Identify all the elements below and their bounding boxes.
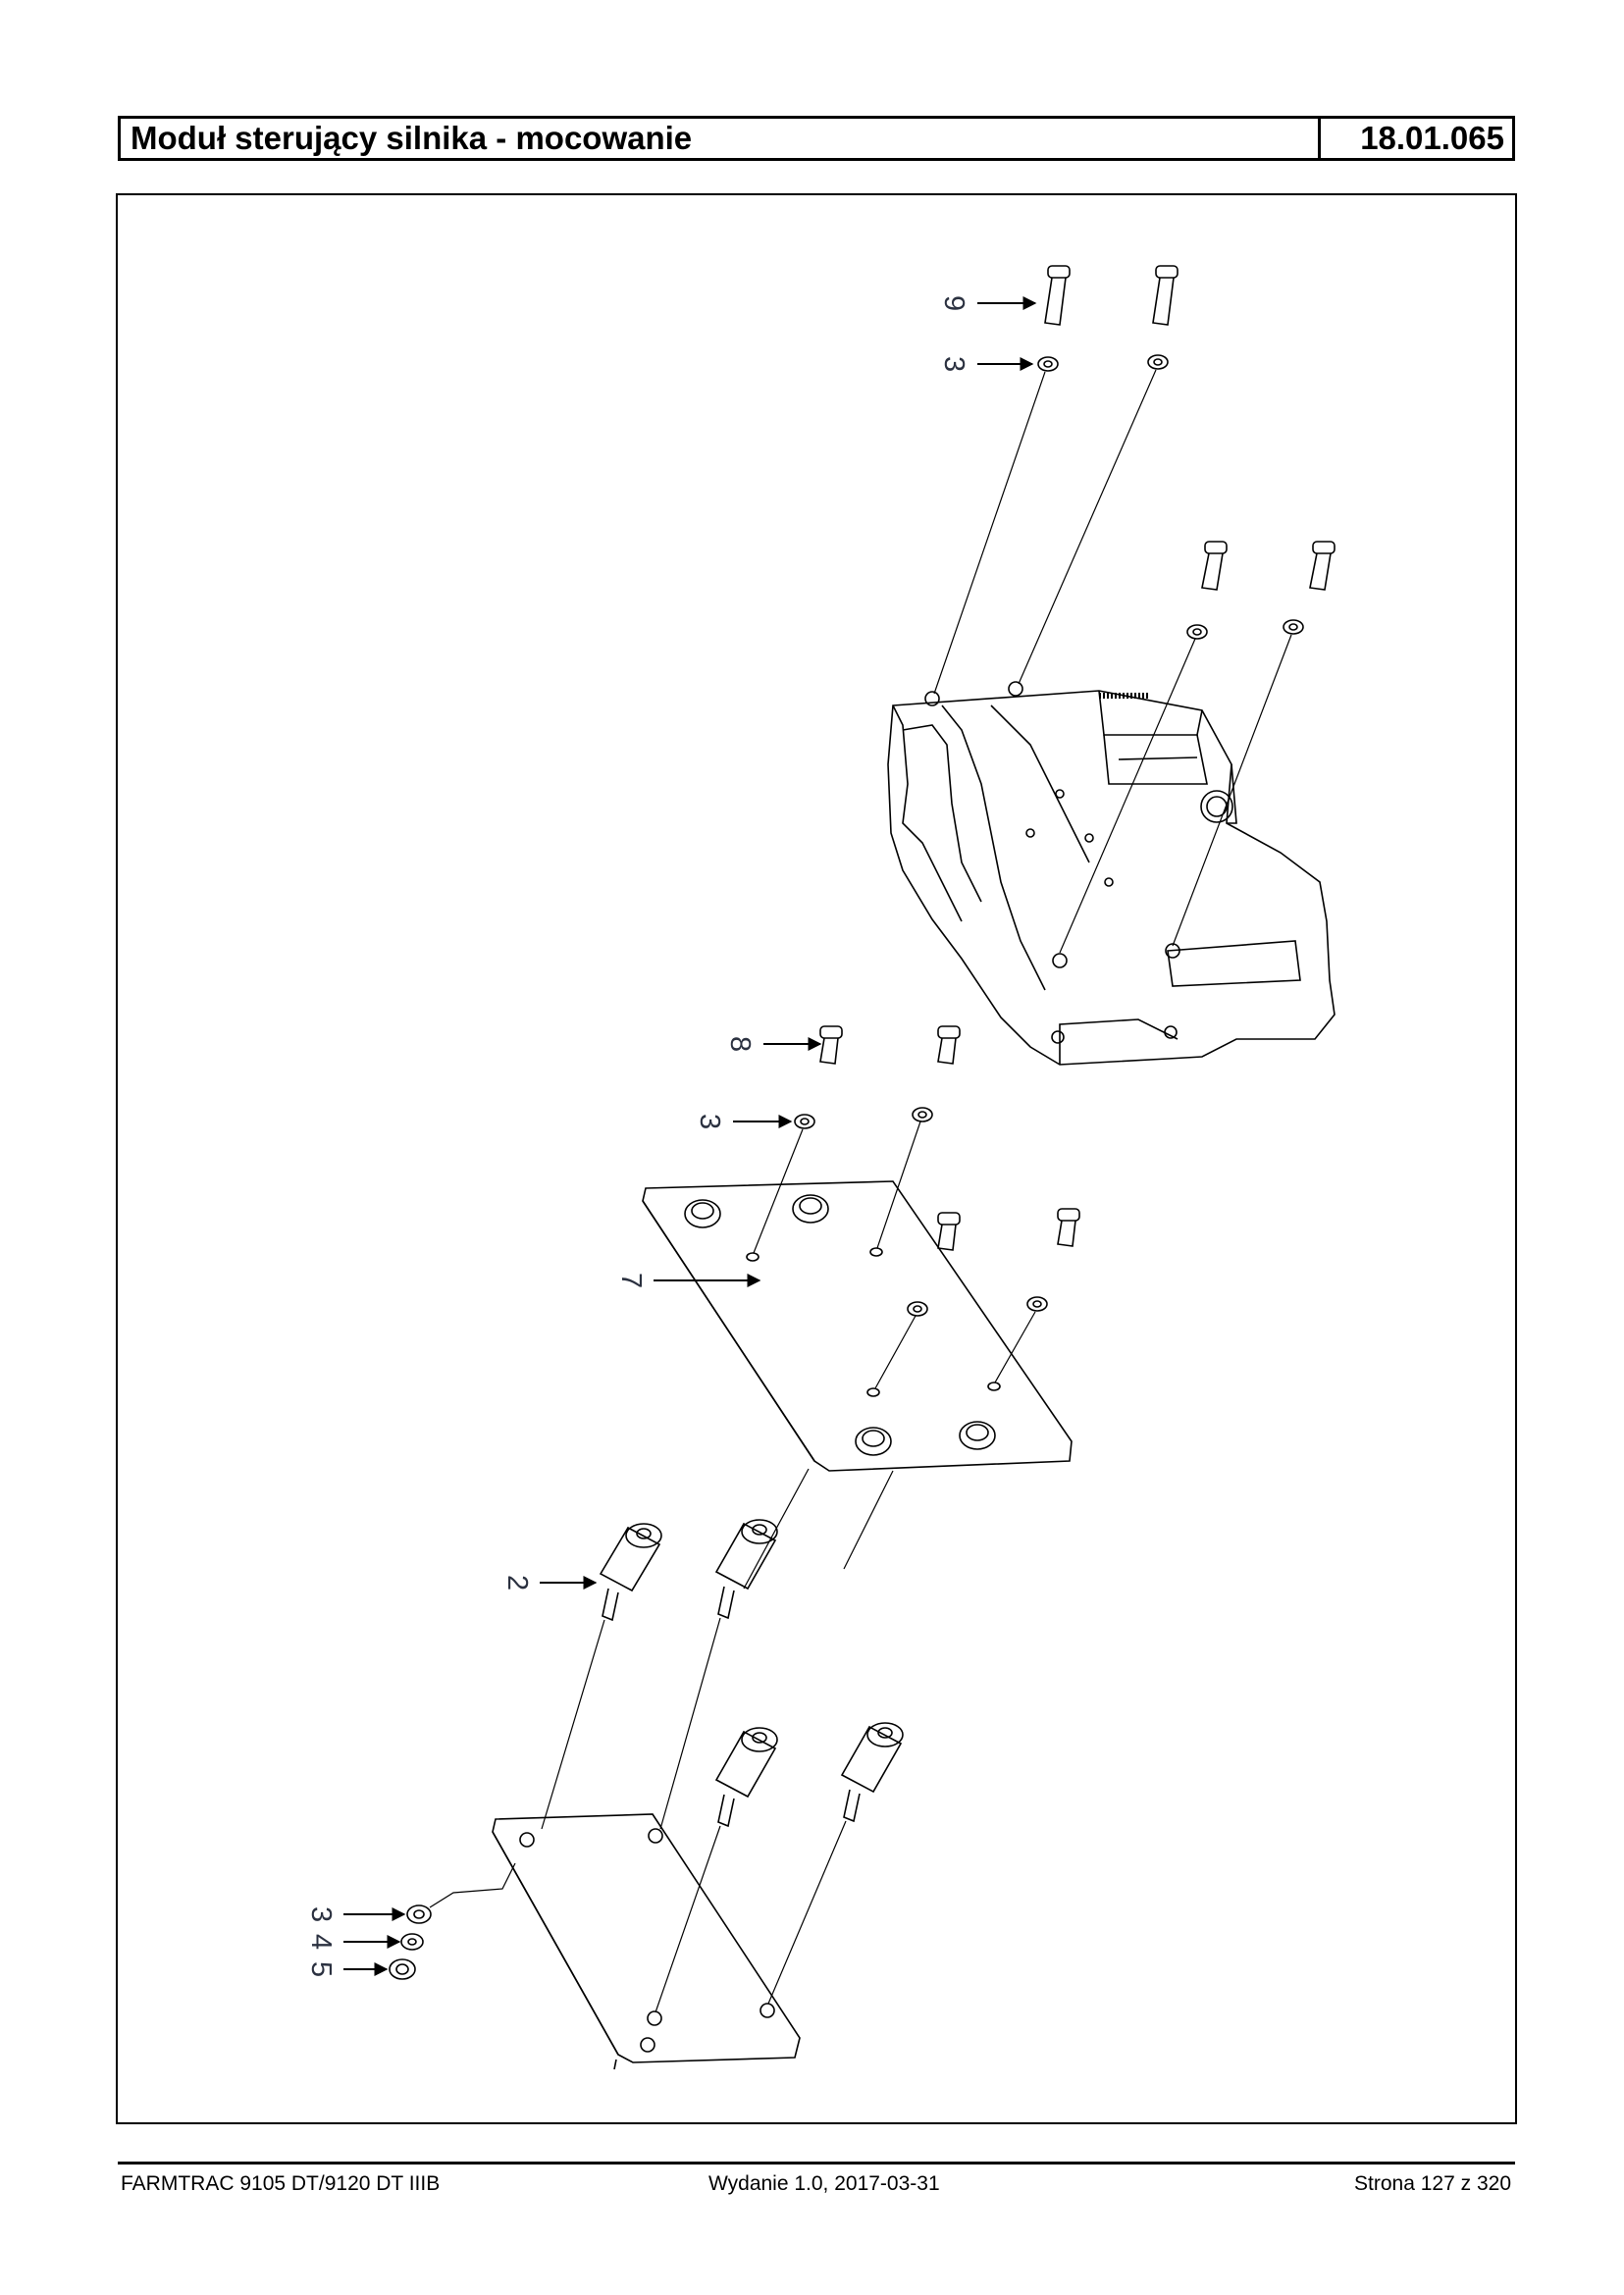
callout-5: 5 [305,1961,337,1977]
diagram-drawing: 9 3 8 3 7 2 3 4 5 [305,265,1336,2070]
exploded-diagram: 9 3 8 3 7 2 3 4 5 [116,193,1517,2124]
ecu-module [887,681,1336,1066]
rubber-mount-2a [599,1523,662,1622]
callout-4: 4 [305,1934,337,1950]
section-code: 18.01.065 [1360,120,1504,156]
footer-page-number: Strona 127 z 320 [1354,2172,1511,2195]
callout-7: 7 [615,1273,647,1288]
bolt-8c [907,1212,961,1317]
bolt-9a [1037,265,1071,372]
page-header: Moduł sterujący silnika - mocowanie 18.0… [118,116,1515,161]
bolt-9d [1283,541,1336,635]
page-title: Moduł sterujący silnika - mocowanie [121,119,1321,158]
callout-9: 9 [938,295,969,311]
callout-3-top: 3 [938,356,969,372]
footer-edition: Wydanie 1.0, 2017-03-31 [708,2172,940,2195]
callout-2: 2 [501,1575,533,1591]
footer-divider [118,2162,1515,2165]
callout-arrows [343,296,1037,1976]
bolt-9b [1147,265,1179,370]
washer-3c [406,1904,432,1924]
bracket-plate [642,1180,1073,1472]
nut-5 [389,1958,416,1980]
bolt-8b [912,1025,961,1122]
callout-8: 8 [724,1036,756,1052]
footer-model: FARMTRAC 9105 DT/9120 DT IIIB [121,2172,441,2195]
washer-4 [400,1933,424,1951]
rubber-mount-2b [714,1519,778,1620]
bolt-8d [1026,1208,1080,1312]
base-plate [492,1813,801,2070]
bolt-9c [1186,541,1228,640]
callout-3-bottom: 3 [305,1906,337,1922]
bolt-8a [794,1025,843,1129]
callout-3-middle: 3 [694,1114,725,1129]
rubber-mount-2c [714,1727,778,1828]
rubber-mount-2d [840,1722,904,1823]
